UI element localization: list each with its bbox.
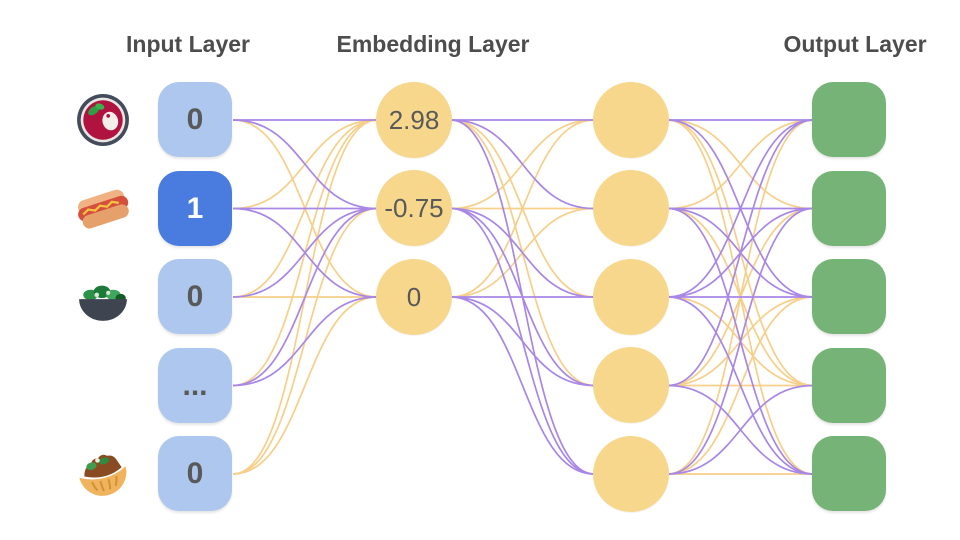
embedding-node-value: -0.75: [384, 192, 444, 223]
input-node-value: 0: [186, 102, 204, 136]
output-node: [812, 259, 886, 334]
embedding-node: 2.98: [376, 82, 452, 158]
wire-purple: [450, 119, 595, 210]
output-node: [812, 82, 886, 157]
wire-purple: [232, 296, 378, 387]
wire-gold: [232, 296, 378, 475]
hidden-node: [593, 82, 669, 158]
wire-gold: [450, 119, 595, 298]
input-node: 0: [158, 259, 232, 334]
hidden-node: [593, 347, 669, 423]
wire-purple: [232, 119, 378, 210]
wire-purple: [667, 119, 814, 387]
embedding-layer-title: Embedding Layer: [336, 31, 530, 57]
hotdog-icon: [78, 189, 129, 229]
embedding-node: 0: [376, 259, 452, 335]
wire-purple: [232, 207, 378, 387]
pita-icon: [79, 454, 127, 496]
output-node: [812, 348, 886, 423]
input-node: ...: [158, 348, 232, 423]
wire-purple: [232, 207, 378, 298]
hidden-node: [593, 436, 669, 512]
output-layer-title: Output Layer: [783, 31, 927, 57]
output-node: [812, 171, 886, 246]
embedding-node: -0.75: [376, 170, 452, 246]
salad-icon: [79, 285, 127, 321]
input-node-value: ...: [182, 368, 208, 402]
wire-purple: [450, 296, 595, 475]
input-node: 0: [158, 436, 232, 511]
input-node-value: 1: [186, 191, 204, 225]
wire-purple: [667, 119, 814, 298]
wire-purple: [450, 207, 595, 298]
wire-purple: [450, 296, 595, 387]
hidden-node: [593, 259, 669, 335]
soup-icon: [77, 94, 129, 146]
wire-purple: [667, 296, 814, 475]
input-node: 0: [158, 82, 232, 157]
input-node-value: 0: [186, 456, 204, 490]
output-node: [812, 436, 886, 511]
input-layer-title: Input Layer: [126, 31, 250, 57]
wire-purple: [667, 207, 814, 475]
wire-purple: [667, 384, 814, 475]
hidden-node: [593, 170, 669, 246]
input-node-value: 0: [186, 279, 204, 313]
input-node: 1: [158, 171, 232, 246]
embedding-node-value: 2.98: [388, 104, 440, 135]
wire-gold: [667, 119, 814, 210]
embedding-node-value: 0: [406, 281, 422, 312]
